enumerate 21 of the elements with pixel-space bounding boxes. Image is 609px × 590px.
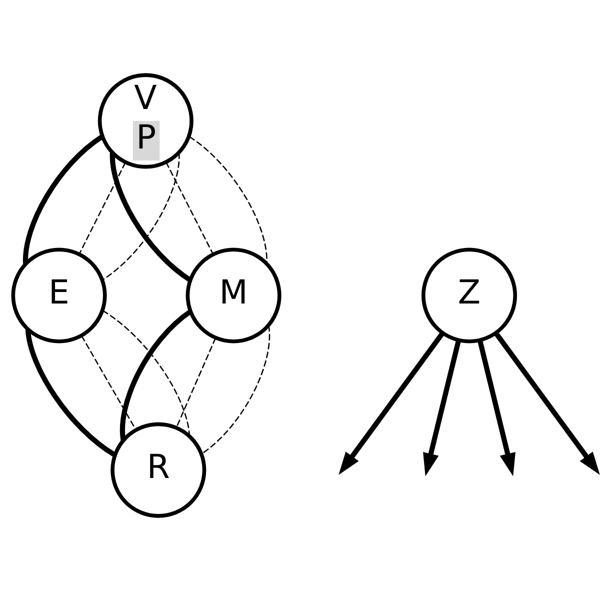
arrow (494, 331, 600, 474)
connector (188, 136, 268, 264)
connector (78, 162, 126, 254)
arrow (477, 339, 516, 476)
arrow (423, 339, 462, 476)
node-circle: M (186, 247, 282, 343)
connector (102, 310, 190, 436)
connector (110, 152, 192, 282)
node-circle: E (11, 247, 107, 343)
node-circle: R (110, 422, 206, 518)
arrow (338, 331, 445, 474)
connector (23, 134, 104, 264)
connector (176, 337, 216, 428)
node-circle: Z (421, 247, 518, 343)
connector (201, 324, 270, 454)
connector (102, 152, 180, 280)
node-circle: V P (98, 72, 194, 168)
connector (81, 334, 136, 430)
connector (120, 308, 192, 440)
connector (165, 161, 214, 254)
connector (25, 328, 116, 457)
